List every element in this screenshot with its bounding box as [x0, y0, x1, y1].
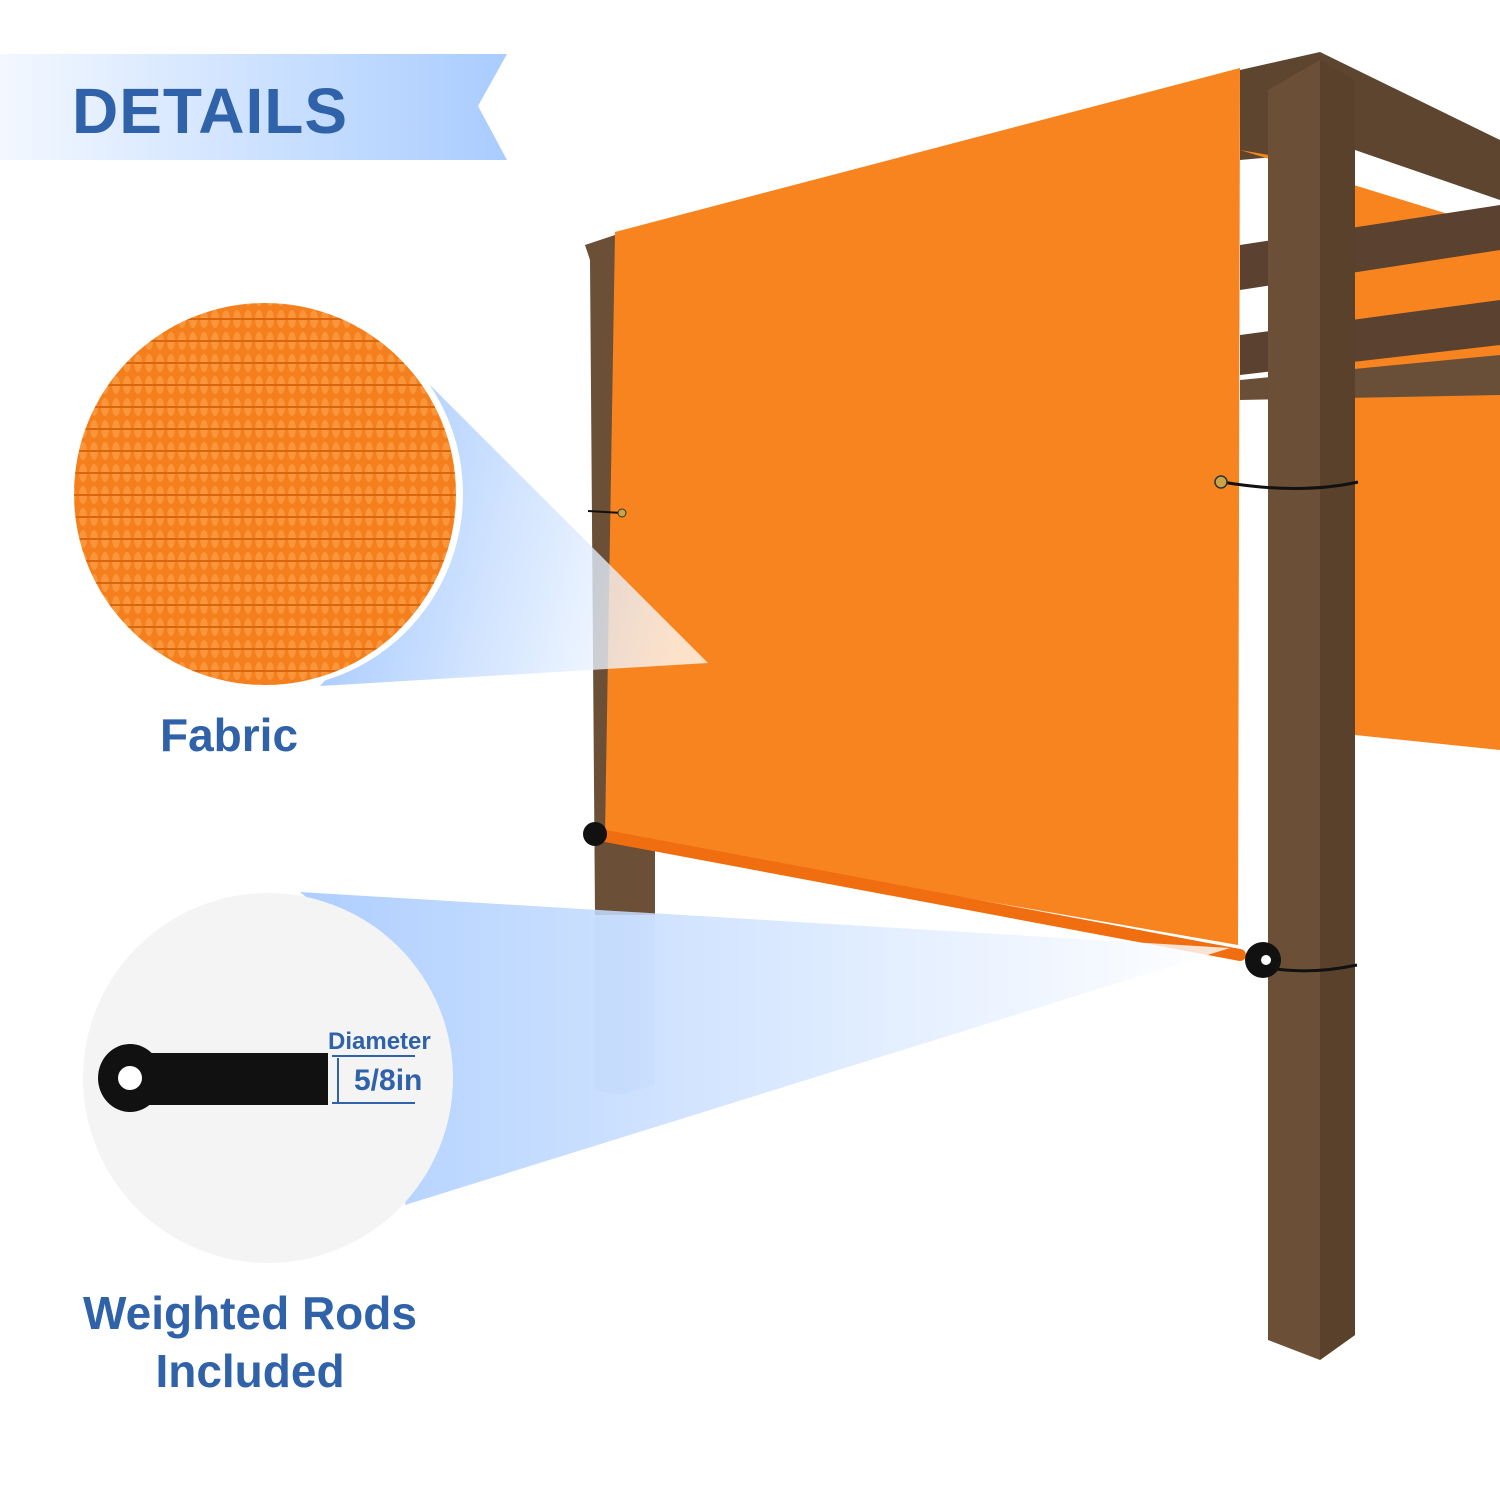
bungee-cord	[1269, 963, 1358, 973]
weighted-rods-label-line1: Weighted Rods	[83, 1287, 417, 1339]
rod-zoom-cone	[300, 892, 1230, 1205]
rod-end-hole	[1261, 955, 1271, 965]
weighted-rods-label-line2: Included	[155, 1345, 345, 1397]
front-fabric-panel	[605, 68, 1240, 945]
bungee-cord	[587, 510, 623, 514]
weighted-rods-label: Weighted Rods Included	[40, 1284, 460, 1400]
weighted-rod	[594, 829, 1246, 961]
right-post-shade	[1320, 60, 1355, 1360]
grommet	[1214, 475, 1228, 489]
fabric-zoom-circle	[74, 303, 456, 685]
diameter-value: 5/8in	[354, 1064, 423, 1097]
bungee-cord	[1221, 480, 1359, 490]
banner-title: DETAILS	[72, 75, 349, 147]
details-banner	[0, 54, 507, 160]
rod-closeup	[130, 1053, 328, 1105]
grommet	[617, 508, 627, 518]
fabric-label: Fabric	[160, 709, 299, 761]
diameter-label: Diameter	[328, 1028, 431, 1055]
rod-end-cap	[583, 822, 607, 846]
back-fabric	[1240, 150, 1500, 750]
rod-eye-hole	[118, 1066, 142, 1090]
